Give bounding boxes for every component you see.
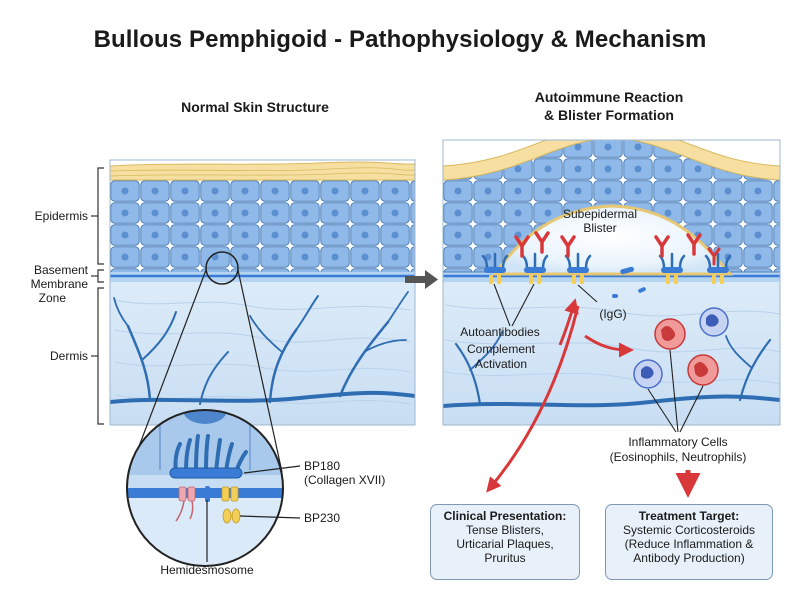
layer-brackets (91, 167, 104, 425)
autoimmune-heading-2: & Blister Formation (544, 107, 674, 123)
clinical-presentation-box: Clinical Presentation: Tense Blisters, U… (430, 504, 580, 580)
igg-label: (IgG) (599, 307, 626, 321)
treatment-body: Systemic Corticosteroids (Reduce Inflamm… (622, 523, 756, 565)
normal-skin-heading: Normal Skin Structure (181, 99, 329, 115)
bp180-sublabel: (Collagen XVII) (304, 473, 385, 487)
blood-vessels-right (443, 331, 780, 408)
neutrophil-cell-2 (687, 354, 719, 386)
basement-label-3: Zone (39, 291, 67, 305)
treatment-title: Treatment Target: (638, 509, 740, 523)
bp180-label: BP180 (304, 459, 340, 473)
inflammatory-label-2: (Eosinophils, Neutrophils) (610, 450, 747, 464)
clinical-title: Clinical Presentation: (443, 509, 567, 523)
page-title: Bullous Pemphigoid - Pathophysiology & M… (93, 26, 707, 53)
membrane-anchors (481, 252, 732, 298)
neutrophil-cell (654, 318, 686, 350)
blister-label-2: Blister (583, 221, 616, 235)
treatment-target-box: Treatment Target: Systemic Corticosteroi… (605, 504, 773, 580)
complement-arrow-up (558, 298, 579, 346)
complement-arrow-right (584, 334, 634, 358)
complement-label-2: Activation (475, 357, 527, 371)
hemidesmosome-label: Hemidesmosome (160, 563, 254, 577)
stratum-corneum-dome (443, 140, 780, 181)
bp230-protein (175, 486, 241, 524)
blood-vessels (110, 291, 415, 405)
basement-label-2: Membrane (31, 277, 89, 291)
epidermis-label: Epidermis (35, 209, 88, 223)
clinical-body: Tense Blisters, Urticarial Plaques, Prur… (456, 523, 554, 565)
eosinophil-cell-2 (633, 359, 663, 389)
basement-label-1: Basement (34, 263, 89, 277)
clinical-arrow (486, 305, 580, 493)
autoimmune-panel: Autoimmune Reaction & Blister Formation (442, 89, 781, 498)
normal-skin-panel: Normal Skin Structure (31, 99, 416, 577)
autoantibodies-label: Autoantibodies (460, 325, 539, 339)
inflammatory-label-1: Inflammatory Cells (628, 435, 727, 449)
blister-label-1: Subepidermal (563, 207, 637, 221)
igg-antibodies (514, 231, 721, 266)
transition-arrow (405, 270, 438, 289)
eosinophil-cell (699, 307, 729, 337)
zoom-focus-circle (205, 251, 239, 285)
autoimmune-heading-1: Autoimmune Reaction (535, 89, 684, 105)
dermis-label: Dermis (50, 349, 88, 363)
bp230-label: BP230 (304, 511, 340, 525)
epidermis-layer (110, 180, 415, 272)
complement-label-1: Complement (467, 342, 536, 356)
stratum-corneum (110, 161, 415, 181)
